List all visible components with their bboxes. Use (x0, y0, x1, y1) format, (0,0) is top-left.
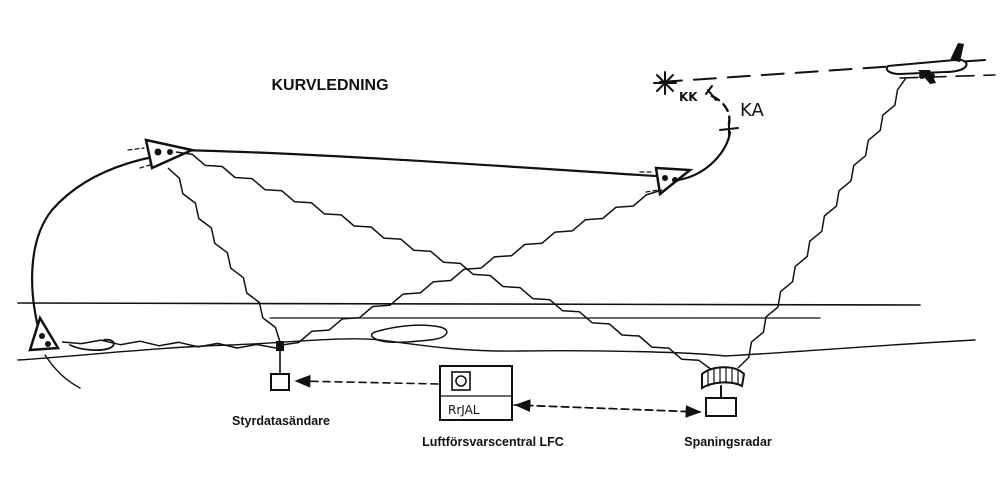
search-radar-label: Spaningsradar (684, 435, 772, 449)
kk-intercept-point: KK (653, 71, 717, 104)
control-center-building: RrJAL (439, 365, 513, 421)
target-aircraft-icon (885, 43, 968, 84)
link-transmitter-to-left-fighter (61, 339, 277, 349)
ka-label: KA (740, 100, 764, 121)
ka-curve-path (710, 94, 731, 130)
fighter-aircraft-icon-top (127, 138, 196, 170)
control-center-label: Luftförsvarscentral LFC (422, 435, 564, 449)
transmitter-station (270, 341, 290, 391)
link-lfc-to-radar (513, 404, 702, 418)
link-radar-to-top-fighter (175, 151, 713, 371)
link-transmitter-to-right-fighter (281, 189, 663, 346)
console-label: RrJAL (448, 403, 480, 417)
link-radar-to-lfc (514, 399, 701, 413)
transmitter-label: Styrdatasändare (232, 414, 330, 428)
kk-label: KK (679, 90, 698, 104)
search-radar-station (701, 366, 746, 417)
link-radar-to-target (737, 77, 907, 369)
link-lfc-to-transmitter (294, 374, 439, 388)
fighter-aircraft-icon-right (639, 166, 694, 197)
island-shape (370, 324, 448, 344)
horizon-lines (17, 302, 976, 361)
fighter-flight-path (31, 130, 732, 389)
diagram-title: KURVLEDNING (271, 77, 388, 94)
fighter-aircraft-icon-left (28, 314, 61, 352)
link-transmitter-to-top-fighter (167, 167, 281, 343)
radio-links (61, 77, 907, 371)
